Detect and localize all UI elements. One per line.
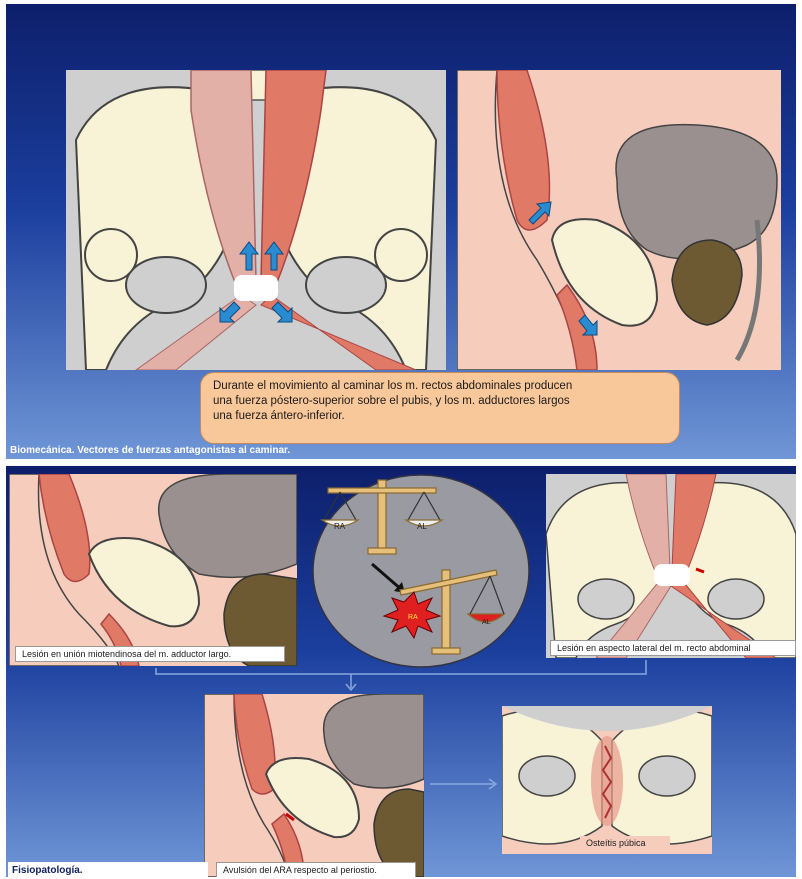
caption-line: una fuerza póstero-superior sobre el pub… bbox=[213, 394, 667, 409]
slide-footer: Fisiopatología. bbox=[8, 862, 208, 877]
biomechanics-slide: Durante el movimiento al caminar los m. … bbox=[6, 4, 796, 459]
pathophysiology-slide: Lesión en unión miotendinosa del m. addu… bbox=[6, 466, 796, 877]
osteitis-illustration bbox=[502, 706, 712, 854]
biomechanics-caption: Durante el movimiento al caminar los m. … bbox=[200, 372, 680, 444]
osteitis-panel: Osteítis púbica bbox=[502, 706, 712, 854]
osteitis-caption: Osteítis púbica bbox=[580, 836, 670, 852]
slide-footer-label: Biomecánica. Vectores de fuerzas antagon… bbox=[10, 445, 290, 456]
avulsion-caption: Avulsión del ARA respecto al periostio. bbox=[216, 862, 416, 877]
caption-line: una fuerza ántero-inferior. bbox=[213, 409, 667, 424]
slide-footer-label: Fisiopatología. bbox=[12, 865, 83, 876]
pelvis-sagittal-panel bbox=[457, 70, 781, 370]
avulsion-panel: Avulsión del ARA respecto al periostio. bbox=[204, 694, 424, 877]
pelvis-frontal-panel bbox=[66, 70, 446, 370]
avulsion-illustration bbox=[204, 694, 424, 877]
pelvis-sagittal-illustration bbox=[457, 70, 781, 370]
pelvis-frontal-illustration bbox=[66, 70, 446, 370]
caption-line: Durante el movimiento al caminar los m. … bbox=[213, 379, 667, 394]
